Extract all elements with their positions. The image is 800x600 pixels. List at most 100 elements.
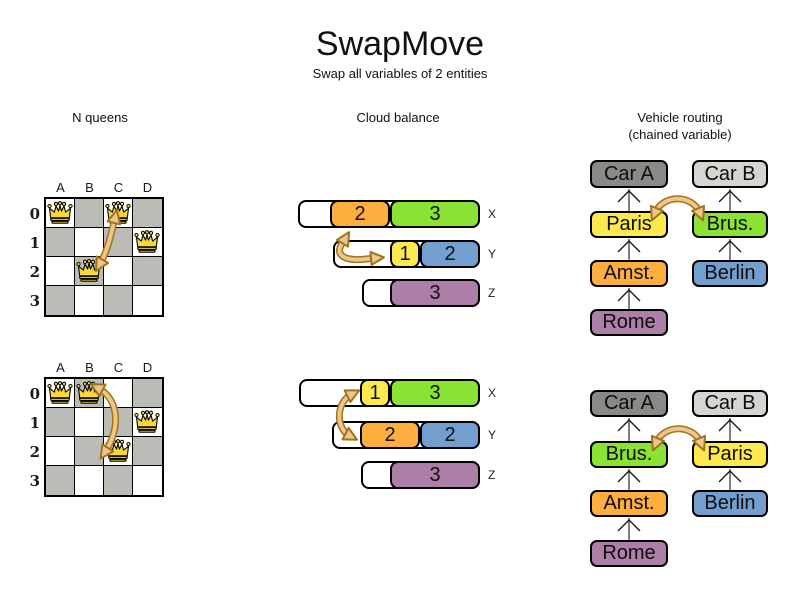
crown-body: [77, 262, 101, 277]
section-title-cloud: Cloud balance: [356, 110, 440, 125]
cloud-row-label-Z: Z: [488, 286, 496, 300]
board-cell: [46, 257, 75, 286]
board-cell: [133, 379, 162, 408]
crown-body: [48, 384, 72, 399]
section-title-nqueens: N queens: [72, 110, 128, 125]
crown-ball: [144, 410, 150, 415]
cloud-row-label-Z: Z: [488, 468, 496, 482]
crown-ball: [47, 383, 52, 389]
queen-icon: [134, 410, 160, 433]
board-col-label: D: [142, 360, 153, 375]
queen-icon: [76, 259, 102, 282]
crown-ball: [105, 203, 110, 209]
crown-ball: [76, 383, 81, 389]
cloud-process-segment: 3: [390, 379, 480, 407]
board-cell: [133, 466, 162, 495]
crown-ball: [57, 201, 63, 206]
crown-body: [135, 233, 159, 248]
crown-ball: [119, 439, 125, 445]
board-col-label: C: [113, 360, 124, 375]
board-cell: [75, 408, 104, 437]
crown-ball: [155, 412, 160, 418]
board-cell: [75, 286, 104, 315]
crown-ball: [119, 201, 125, 207]
crown-base: [79, 397, 99, 402]
board-cell: [104, 466, 133, 495]
crown-body: [106, 442, 130, 457]
section-title-vehicle: Vehicle routing: [637, 110, 723, 125]
crown-body: [48, 204, 72, 219]
crown-ball: [68, 383, 73, 389]
vehicle-node-before-rome: Rome: [590, 309, 668, 336]
cloud-process-segment: 2: [420, 240, 480, 268]
crown-ball: [155, 232, 160, 238]
crown-base-2: [80, 400, 98, 404]
crown-ball: [126, 441, 131, 447]
board-cell: [133, 437, 162, 466]
cloud-process-segment: 2: [360, 421, 420, 449]
cloud-process-segment: 1: [360, 379, 390, 407]
crown-ball: [148, 230, 154, 236]
board-cell: [75, 437, 104, 466]
crown-ball: [61, 201, 67, 207]
vehicle-node-after-brus: Brus.: [590, 441, 668, 468]
section-subtitle-vehicle: (chained variable): [628, 127, 732, 142]
board-cell: [46, 228, 75, 257]
cloud-process-segment: 2: [330, 200, 390, 228]
crown-base-2: [109, 220, 127, 224]
queen-icon: [76, 381, 102, 404]
crown-ball: [53, 201, 59, 207]
cloud-process-segment: 1: [390, 240, 420, 268]
queen-icon: [47, 381, 73, 404]
vehicle-node-before-paris: Paris: [590, 211, 668, 238]
board-cell: [104, 408, 133, 437]
board-col-label: C: [113, 180, 124, 195]
board-col-label: A: [56, 180, 65, 195]
crown-base: [137, 426, 157, 431]
crown-ball: [97, 261, 102, 267]
crown-ball: [134, 412, 139, 418]
board-cell: [75, 199, 104, 228]
crown-base: [137, 246, 157, 251]
crown-body: [135, 413, 159, 428]
board-row-label: 2: [29, 442, 40, 461]
queen-icon: [105, 201, 131, 224]
vehicle-node-before-amst: Amst.: [590, 260, 668, 287]
crown-base: [79, 275, 99, 280]
crown-ball: [126, 203, 131, 209]
crown-ball: [47, 203, 52, 209]
crown-base: [108, 455, 128, 460]
board-cell: [104, 379, 133, 408]
vehicle-node-after-berlin: Berlin: [692, 490, 768, 517]
board-col-label: A: [56, 360, 65, 375]
board-row-label: 0: [29, 384, 40, 403]
crown-ball: [86, 381, 92, 386]
crown-ball: [97, 383, 102, 389]
vehicle-node-after-rome: Rome: [590, 540, 668, 567]
cloud-process-segment: 3: [390, 279, 480, 307]
crown-ball: [57, 381, 63, 386]
crown-ball: [53, 381, 59, 387]
crown-ball: [144, 230, 150, 235]
board-cell: [104, 257, 133, 286]
board-cell: [104, 286, 133, 315]
crown-base: [50, 217, 70, 222]
board-row-label: 1: [29, 413, 40, 432]
vehicle-node-before-carb: Car B: [692, 160, 768, 188]
crown-ball: [90, 259, 96, 265]
board-cell: [75, 466, 104, 495]
vehicle-node-after-cara: Car A: [590, 390, 668, 417]
crown-ball: [86, 259, 92, 264]
queen-icon: [105, 439, 131, 462]
board-cell: [133, 286, 162, 315]
crown-ball: [140, 410, 146, 416]
cloud-process-segment: 2: [420, 421, 480, 449]
vehicle-node-after-amst: Amst.: [590, 490, 668, 517]
crown-ball: [148, 410, 154, 416]
board-cell: [46, 286, 75, 315]
cloud-row-label-X: X: [488, 207, 497, 221]
crown-ball: [115, 201, 121, 206]
crown-ball: [90, 381, 96, 387]
crown-ball: [76, 261, 81, 267]
crown-ball: [61, 381, 67, 387]
